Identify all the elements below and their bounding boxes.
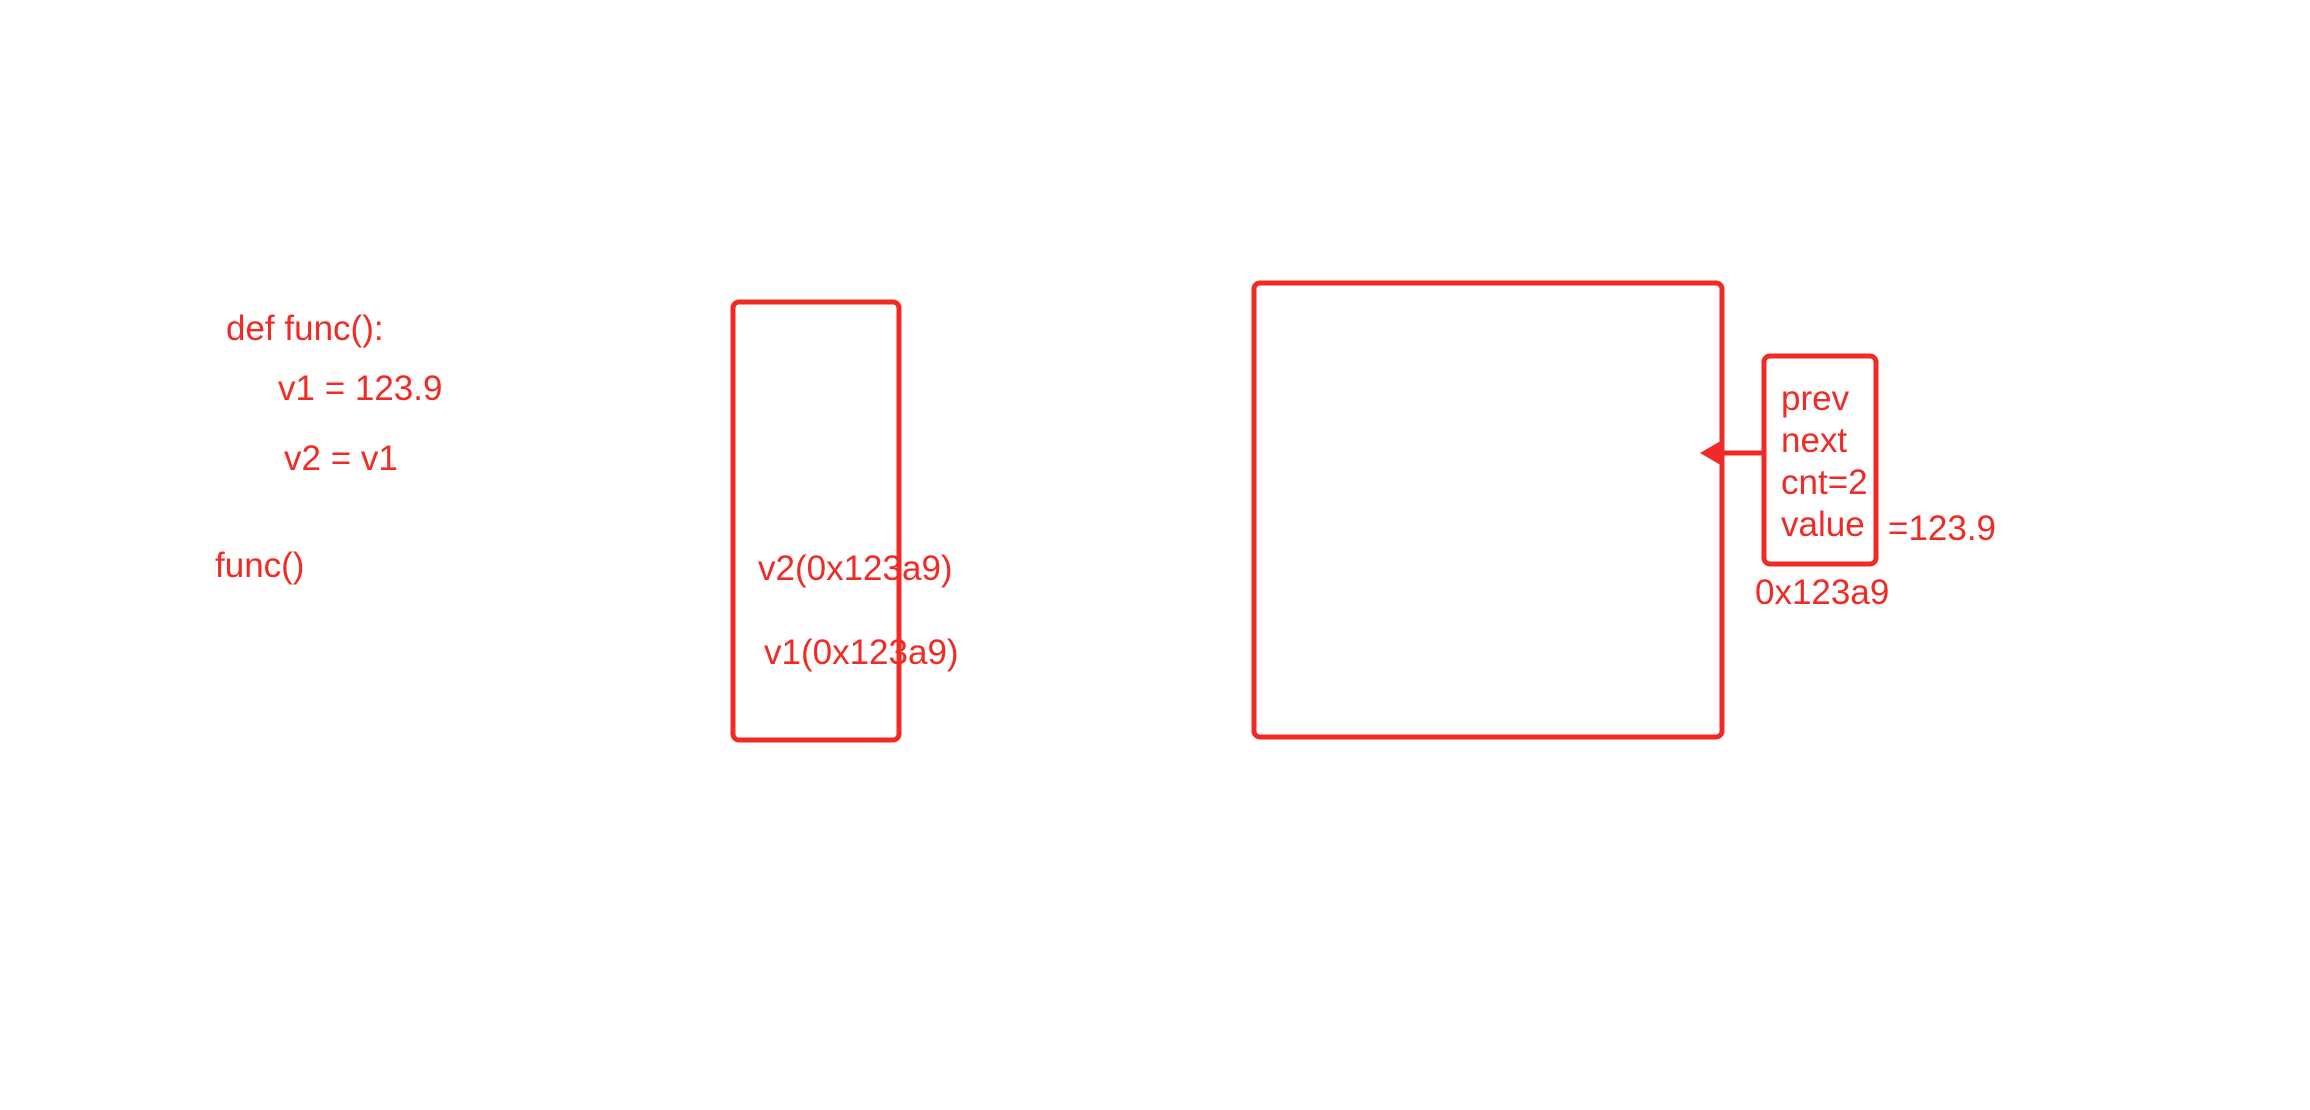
stack-frame-box bbox=[730, 299, 902, 743]
object-field-next: next bbox=[1781, 421, 1847, 460]
object-field-prev: prev bbox=[1781, 379, 1850, 418]
code-line-call: func() bbox=[215, 546, 304, 585]
code-line-def: def func(): bbox=[226, 309, 384, 348]
object-field-cnt: cnt=2 bbox=[1781, 463, 1868, 502]
stack-item-v1: v1(0x123a9) bbox=[764, 633, 959, 672]
code-line-v2: v2 = v1 bbox=[284, 439, 398, 478]
object-address: 0x123a9 bbox=[1755, 573, 1889, 612]
code-line-v1: v1 = 123.9 bbox=[278, 369, 442, 408]
pointer-arrow-head bbox=[1700, 439, 1724, 467]
object-value-text: =123.9 bbox=[1888, 509, 1996, 548]
object-field-value: value bbox=[1781, 505, 1865, 544]
heap-region-box bbox=[1251, 280, 1725, 740]
object-box bbox=[1761, 353, 1879, 567]
stack-item-v2: v2(0x123a9) bbox=[758, 549, 953, 588]
